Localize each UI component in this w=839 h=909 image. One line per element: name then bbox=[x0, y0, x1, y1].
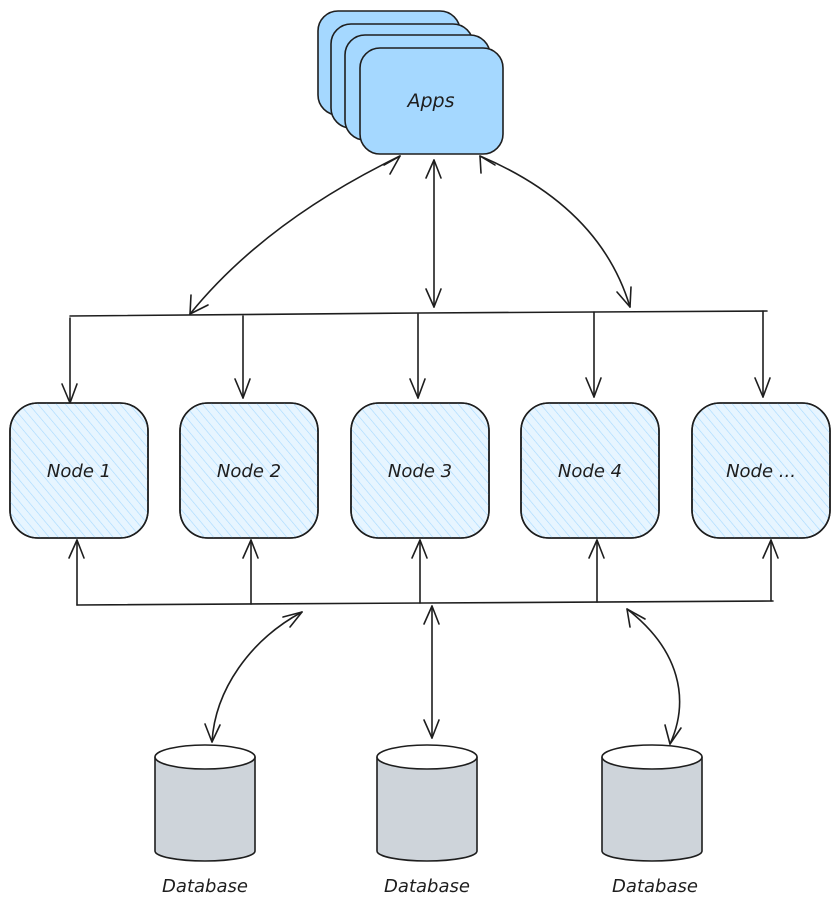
node-3-label: Node 3 bbox=[388, 461, 452, 482]
database-3-label: Database bbox=[612, 876, 698, 897]
node-4-label: Node 4 bbox=[558, 461, 622, 482]
database-3-cylinder bbox=[601, 744, 703, 862]
bottom-bus-line bbox=[76, 600, 774, 606]
node-more-label: Node ... bbox=[726, 461, 796, 482]
top-bus-line bbox=[69, 310, 768, 317]
bus-to-node-riser-arrows bbox=[68, 539, 779, 606]
node-2-label: Node 2 bbox=[217, 461, 281, 482]
database-2-cylinder bbox=[376, 744, 478, 862]
databases bbox=[154, 744, 703, 862]
bus-to-node-arrows bbox=[61, 310, 771, 404]
node-1-label: Node 1 bbox=[47, 461, 111, 482]
bus-to-database-arrows bbox=[204, 605, 682, 745]
apps-to-bus-arrows bbox=[189, 155, 632, 315]
apps-stack bbox=[317, 10, 504, 155]
database-1-cylinder bbox=[154, 744, 256, 862]
database-1-label: Database bbox=[162, 876, 248, 897]
database-2-label: Database bbox=[384, 876, 470, 897]
apps-card-front bbox=[359, 47, 504, 155]
apps-label: Apps bbox=[405, 90, 454, 112]
nodes bbox=[9, 402, 831, 539]
